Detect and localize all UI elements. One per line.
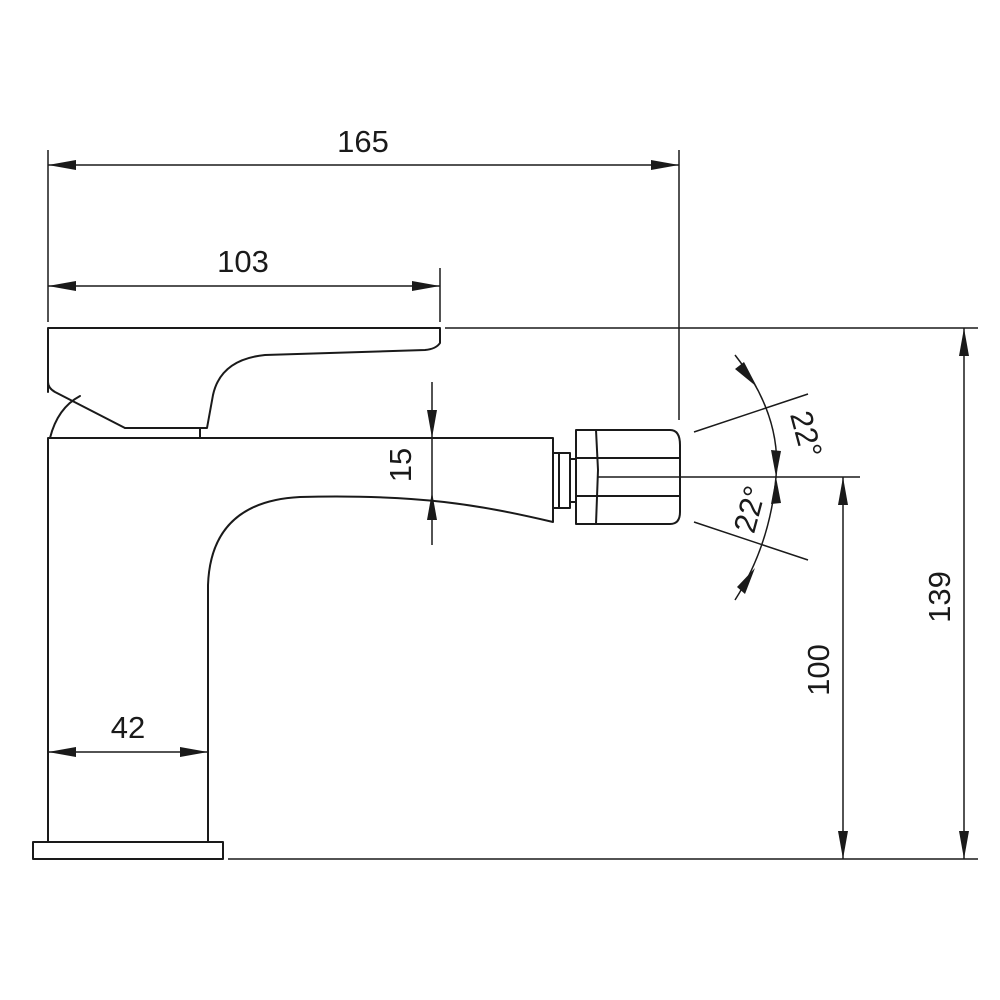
aerator-hex-edge xyxy=(595,429,599,525)
outlet-stem xyxy=(558,452,571,509)
aerator-head xyxy=(575,429,681,525)
dimension-100: 100 xyxy=(801,477,848,859)
cartridge-dome xyxy=(49,395,81,439)
dimension-15: 15 xyxy=(383,382,437,545)
dimension-139: 139 xyxy=(922,328,969,859)
dimension-label-42: 42 xyxy=(111,710,145,745)
base-plate xyxy=(32,841,224,860)
dimension-label-139: 139 xyxy=(922,571,957,623)
angle-label-lower: 22° xyxy=(727,482,773,536)
dome-cap xyxy=(124,427,201,439)
faucet-body xyxy=(47,437,554,843)
angle-label-upper: 22° xyxy=(783,407,829,461)
faucet-outline xyxy=(32,327,554,860)
swivel-outlet xyxy=(552,429,681,525)
dimension-label-103: 103 xyxy=(217,244,269,279)
dimension-label-100: 100 xyxy=(801,644,836,696)
dimension-42: 42 xyxy=(48,710,208,757)
dimension-103: 103 xyxy=(48,244,440,291)
extension-lines xyxy=(47,150,978,860)
lever-handle xyxy=(47,327,441,429)
dimension-label-15: 15 xyxy=(383,448,418,482)
dimension-label-165: 165 xyxy=(337,124,389,159)
dimension-165: 165 xyxy=(48,124,679,170)
